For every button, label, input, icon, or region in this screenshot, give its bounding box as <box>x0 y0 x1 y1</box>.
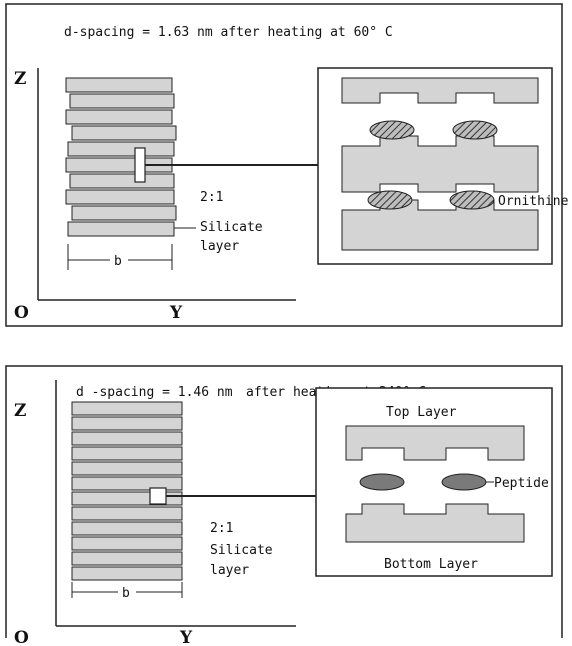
silicate-label-line3: layer <box>210 563 249 578</box>
b-dimension-label: b <box>114 254 122 269</box>
silicate-sheet <box>71 401 183 416</box>
silicate-sheet <box>65 109 173 125</box>
y-axis-label: Y <box>179 628 193 646</box>
silicate-sheet <box>69 93 175 109</box>
silicate-label-line2: Silicate <box>210 543 273 558</box>
b-dimension-label: b <box>122 586 130 601</box>
silicate-sheet <box>71 125 177 141</box>
silicate-sheet <box>71 521 183 536</box>
silicate-sheet <box>71 461 183 476</box>
origin-label: O <box>14 628 29 646</box>
zoom-layer-middle <box>341 135 539 193</box>
silicate-sheet <box>65 77 173 93</box>
ornithine-molecules <box>367 120 498 210</box>
peptide-label: Peptide <box>494 476 549 491</box>
peptide-molecule <box>441 473 487 491</box>
bottom-zoom-box <box>315 387 553 577</box>
bottom-layer-label: Bottom Layer <box>384 557 478 572</box>
z-axis-label: Z <box>14 401 26 421</box>
silicate-sheet <box>71 446 183 461</box>
bottom-panel-frame <box>5 365 563 638</box>
bottom-zoom-layers <box>345 425 525 543</box>
silicate-sheet <box>67 141 175 157</box>
top-caption: d-spacing = 1.63 nm after heating at 60°… <box>64 25 393 40</box>
z-axis-label: Z <box>14 69 26 89</box>
silicate-label-line1: 2:1 <box>200 190 223 205</box>
top-panel-frame <box>5 3 563 327</box>
silicate-sheet <box>71 431 183 446</box>
silicate-sheet <box>69 173 175 189</box>
top-zoom-layers <box>341 77 539 251</box>
bottom-diagram-svg: d -spacing = 1.46 nm after heating at 24… <box>5 365 563 646</box>
bottom-caption-spacing: d -spacing = 1.46 nm <box>76 385 233 400</box>
top-selection-box <box>134 147 146 183</box>
bottom-diagram-panel: d -spacing = 1.46 nm after heating at 24… <box>0 336 572 646</box>
peptide-molecules <box>359 473 487 491</box>
y-axis-label: Y <box>169 303 183 323</box>
silicate-sheet <box>71 416 183 431</box>
top-diagram-panel: d-spacing = 1.63 nm after heating at 60°… <box>5 3 569 327</box>
top-layer-label: Top Layer <box>386 405 457 420</box>
ornithine-molecule <box>369 120 415 140</box>
ornithine-molecule <box>367 190 413 210</box>
silicate-sheet <box>71 506 183 521</box>
zoom-layer-upper <box>341 77 539 104</box>
ornithine-molecule <box>449 190 495 210</box>
silicate-sheet <box>67 221 175 237</box>
ornithine-molecule <box>452 120 498 140</box>
zoom-bottom-layer <box>345 503 525 543</box>
silicate-sheet <box>71 551 183 566</box>
silicate-label-line2: Silicate <box>200 220 263 235</box>
silicate-layer-stack <box>65 77 177 237</box>
top-diagram-svg: d-spacing = 1.63 nm after heating at 60°… <box>5 3 569 327</box>
zoom-top-layer <box>345 425 525 461</box>
bottom-selection-box <box>149 487 167 505</box>
silicate-sheet <box>71 566 183 581</box>
silicate-sheet <box>71 476 183 491</box>
silicate-sheet <box>71 536 183 551</box>
ornithine-label: Ornithine <box>498 194 569 209</box>
silicate-sheet <box>65 189 175 205</box>
origin-label: O <box>14 303 29 323</box>
silicate-sheet <box>71 205 177 221</box>
peptide-molecule <box>359 473 405 491</box>
silicate-label-line1: 2:1 <box>210 521 233 536</box>
silicate-label-line3: layer <box>200 239 239 254</box>
